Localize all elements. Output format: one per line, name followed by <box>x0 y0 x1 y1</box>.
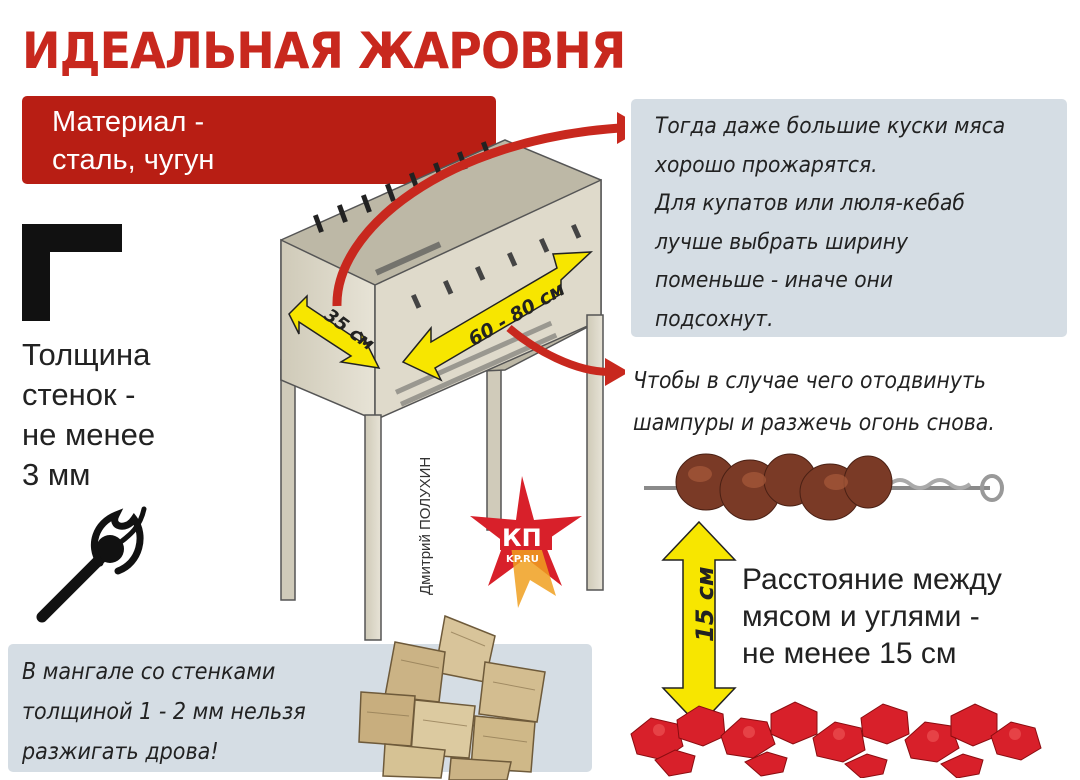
width-note-line-3: Для купатов или люля-кебаб <box>655 191 965 216</box>
firewood-note-line-2: толщиной 1 - 2 мм нельзя <box>22 699 306 725</box>
width-note-line-2: хорошо прожарятся. <box>655 152 878 178</box>
width-note-line-6: подсохнут. <box>655 306 774 332</box>
length-note-line-1: Чтобы в случае чего отодвинуть <box>633 368 986 394</box>
firewood-note-text: В мангале со стенками толщиной 1 - 2 мм … <box>22 652 382 772</box>
kp-logo-icon: КП KP.RU <box>470 476 582 608</box>
material-line-2: сталь, чугун <box>52 144 215 176</box>
author-credit: Дмитрий ПОЛУХИН <box>417 456 434 595</box>
width-note-box <box>631 99 1067 337</box>
width-note-line-4: лучше выбрать ширину <box>655 229 908 255</box>
material-text: Материал - сталь, чугун <box>52 103 472 179</box>
material-banner <box>22 96 496 184</box>
distance-note-line-1: Расстояние между <box>742 563 1002 596</box>
match-icon <box>36 506 147 623</box>
skewer-icon <box>644 453 1004 521</box>
length-note-text: Чтобы в случае чего отодвинуть шампуры и… <box>633 360 1042 444</box>
coals-icon <box>630 701 1042 778</box>
width-note-text: Тогда даже большие куски мяса хорошо про… <box>655 108 1032 339</box>
logo-main: КП <box>502 524 542 552</box>
logo-sub: KP.RU <box>506 554 539 565</box>
firewood-note-line-1: В мангале со стенками <box>22 659 276 685</box>
thickness-line-4: 3 мм <box>22 457 91 492</box>
thickness-text: Толщина стенок - не менее 3 мм <box>22 335 212 495</box>
distance-note-line-2: мясом и углями - <box>742 600 980 633</box>
angle-profile-icon <box>22 224 122 321</box>
thickness-line-1: Толщина <box>22 337 151 372</box>
distance-note-text: Расстояние между мясом и углями - не мен… <box>742 561 1072 672</box>
width-note-line-1: Тогда даже большие куски мяса <box>655 114 1006 139</box>
distance-note-line-3: не менее 15 см <box>742 637 957 670</box>
thickness-line-3: не менее <box>22 417 156 452</box>
firewood-note-line-3: разжигать дрова! <box>22 739 219 765</box>
brazier-illustration: 35 см 60 - 80 см <box>280 112 625 641</box>
length-note-line-2: шампуры и разжечь огонь снова. <box>633 410 995 436</box>
firewood-icon <box>358 614 546 780</box>
page-title: ИДЕАЛЬНАЯ ЖАРОВНЯ <box>22 22 626 80</box>
width-note-line-5: поменьше - иначе они <box>655 268 894 293</box>
height-label: 15 см <box>691 566 719 642</box>
material-line-1: Материал - <box>52 106 205 138</box>
height-arrow: 15 см <box>661 520 737 728</box>
thickness-line-2: стенок - <box>22 377 136 412</box>
